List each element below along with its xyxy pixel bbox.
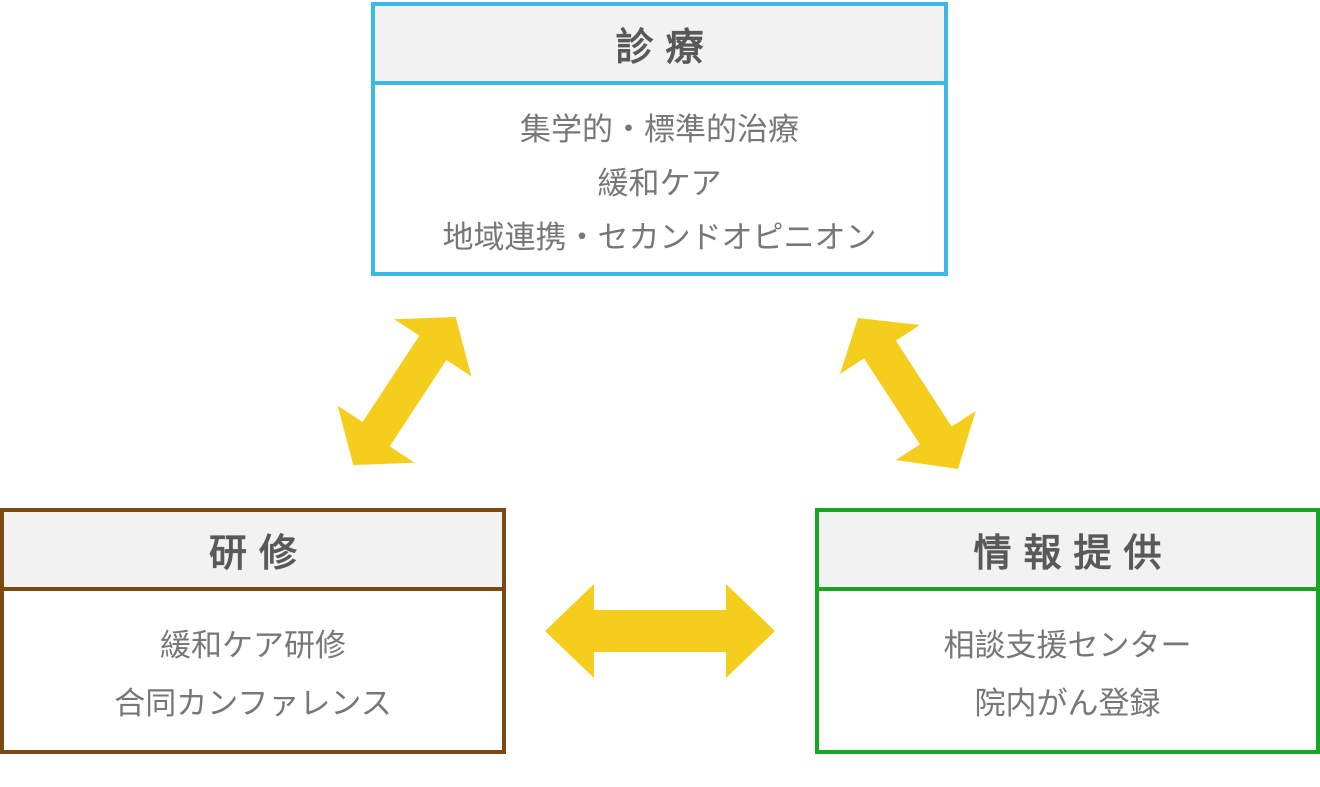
kenshu-box: 研修 緩和ケア研修 合同カンファレンス (0, 508, 506, 754)
joho-item: 相談支援センター (943, 628, 1192, 664)
shinryo-item: 緩和ケア (597, 166, 722, 202)
joho-box: 情報提供 相談支援センター 院内がん登録 (815, 508, 1320, 754)
shinryo-items: 集学的・標準的治療 緩和ケア 地域連携・セカンドオピニオン (375, 85, 944, 265)
shinryo-item: 地域連携・セカンドオピニオン (442, 220, 877, 256)
kenshu-items: 緩和ケア研修 合同カンファレンス (4, 591, 502, 733)
shinryo-item: 集学的・標準的治療 (520, 112, 799, 148)
joho-title: 情報提供 (819, 512, 1316, 591)
arrow-shinryo-joho (840, 318, 976, 469)
arrow-kenshu-shinryo (337, 317, 472, 465)
kenshu-item: 緩和ケア研修 (160, 628, 346, 664)
arrow-kenshu-joho (545, 584, 775, 678)
shinryo-box: 診療 集学的・標準的治療 緩和ケア 地域連携・セカンドオピニオン (371, 2, 948, 276)
joho-items: 相談支援センター 院内がん登録 (819, 591, 1316, 733)
joho-item: 院内がん登録 (974, 686, 1161, 722)
kenshu-title: 研修 (4, 512, 502, 591)
kenshu-item: 合同カンファレンス (114, 686, 392, 722)
shinryo-title: 診療 (375, 6, 944, 85)
